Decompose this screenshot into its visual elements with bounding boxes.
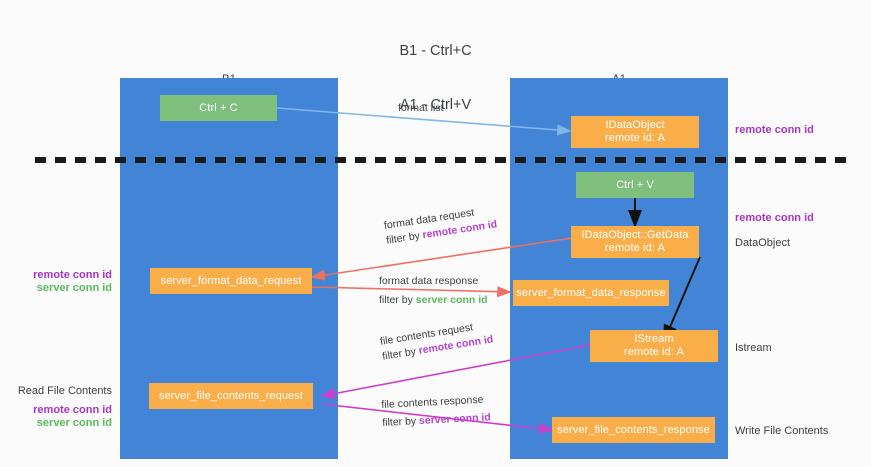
node-idataobject[interactable]: IDataObject remote id: A bbox=[571, 116, 699, 148]
annotation-left-server-conn-id-bottom: server conn id bbox=[36, 417, 112, 429]
section-divider bbox=[35, 157, 855, 163]
edge-label-format-data-response-text: format data response bbox=[379, 275, 479, 287]
node-idataobject-getdata-remote-id: remote id: A bbox=[605, 242, 665, 254]
edge-label-file-contents-response-filter-key: server conn id bbox=[418, 411, 492, 428]
annotation-left-remote-conn-id-bottom: remote conn id bbox=[33, 404, 112, 416]
edge-label-file-contents-response-text: file contents response bbox=[381, 393, 484, 411]
edge-label-file-contents-request: file contents request filter by remote c… bbox=[379, 317, 494, 364]
node-idataobject-label: IDataObject bbox=[605, 119, 665, 131]
node-server-file-contents-request-label: server_file_contents_request bbox=[158, 389, 304, 402]
title-line-1: B1 - Ctrl+C bbox=[399, 43, 472, 59]
annotation-write-file-contents: Write File Contents bbox=[735, 425, 829, 437]
node-server-format-data-request-label: server_format_data_request bbox=[160, 274, 302, 287]
node-server-file-contents-response[interactable]: server_file_contents_response bbox=[552, 417, 715, 443]
node-istream-label: IStream bbox=[634, 333, 674, 345]
node-idataobject-remote-id: remote id: A bbox=[605, 132, 665, 144]
node-idataobject-getdata-label: IDataObject::GetData bbox=[581, 229, 689, 241]
edge-label-file-contents-response-filter-prefix: filter by bbox=[381, 415, 420, 429]
edge-label-format-list: format list bbox=[398, 101, 444, 116]
annotation-dataobject: DataObject bbox=[735, 237, 791, 249]
annotation-istream: Istream bbox=[735, 342, 772, 354]
node-ctrl-c[interactable]: Ctrl + C bbox=[160, 95, 277, 121]
annotation-remote-conn-id-mid: remote conn id bbox=[735, 212, 814, 224]
edge-label-file-contents-response: file contents response filter by server … bbox=[381, 392, 491, 431]
node-ctrl-v-label: Ctrl + V bbox=[616, 178, 654, 191]
edge-label-format-data-request-filter-prefix: filter by bbox=[385, 229, 424, 247]
node-server-file-contents-response-label: server_file_contents_response bbox=[557, 423, 710, 436]
annotation-remote-conn-id-top: remote conn id bbox=[735, 124, 814, 136]
edge-label-format-list-text: format list bbox=[398, 102, 444, 114]
node-server-file-contents-request[interactable]: server_file_contents_request bbox=[149, 383, 313, 409]
annotation-left-remote-conn-id-mid: remote conn id bbox=[33, 269, 112, 281]
edge-label-format-data-response: format data response filter by server co… bbox=[379, 274, 488, 308]
node-server-format-data-response[interactable]: server_format_data_response bbox=[513, 280, 669, 306]
node-server-format-data-response-label: server_format_data_response bbox=[516, 286, 666, 299]
annotation-left-server-conn-id-mid: server conn id bbox=[36, 282, 112, 294]
node-ctrl-c-label: Ctrl + C bbox=[199, 101, 238, 114]
node-server-format-data-request[interactable]: server_format_data_request bbox=[150, 268, 312, 294]
node-idataobject-getdata[interactable]: IDataObject::GetData remote id: A bbox=[571, 226, 699, 258]
edge-label-format-data-response-filter-prefix: filter by bbox=[379, 294, 416, 306]
node-istream[interactable]: IStream remote id: A bbox=[590, 330, 718, 362]
annotation-read-file-contents: Read File Contents bbox=[17, 385, 112, 397]
edge-label-format-data-request: format data request filter by remote con… bbox=[383, 202, 498, 248]
node-ctrl-v[interactable]: Ctrl + V bbox=[576, 172, 694, 198]
edge-label-format-data-response-filter-key: server conn id bbox=[415, 294, 488, 306]
node-istream-remote-id: remote id: A bbox=[624, 346, 684, 358]
